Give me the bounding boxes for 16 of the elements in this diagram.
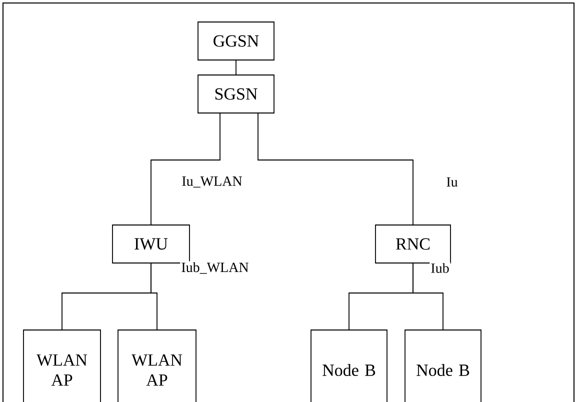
connector-line	[150, 113, 220, 225]
network-box: GGSN	[198, 22, 274, 60]
network-box: RNC	[375, 224, 451, 264]
network-box: SGSN	[198, 74, 274, 114]
network-box: WLAN AP	[118, 330, 196, 402]
network-box: Node B	[310, 330, 388, 402]
connector-line	[258, 113, 414, 225]
edge-label: Iu	[445, 176, 459, 188]
network-box: IWU	[112, 224, 190, 264]
edge-label: Iub	[430, 262, 450, 274]
connector-line	[412, 263, 444, 330]
edge-label: Iub_WLAN	[180, 261, 250, 275]
network-box: WLAN AP	[23, 330, 101, 402]
network-box: Node B	[404, 330, 482, 402]
edge-label: Iu_WLAN	[180, 175, 244, 189]
connector-line	[150, 263, 158, 330]
